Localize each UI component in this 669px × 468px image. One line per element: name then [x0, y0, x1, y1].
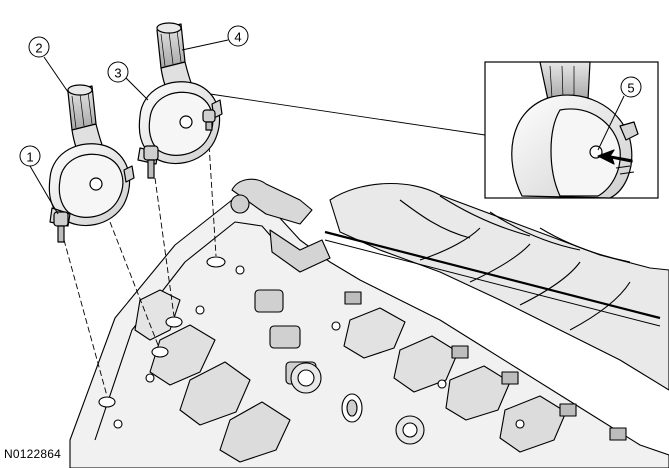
callout-3-circle: [107, 61, 129, 83]
callout-2-circle: [28, 36, 50, 58]
ignition-coil-right: [137, 22, 223, 179]
callout-4-label: 4: [234, 30, 241, 45]
engine-assembly: [69, 178, 669, 468]
callout-5-circle: [620, 76, 642, 98]
callout-2-label: 2: [35, 41, 42, 56]
callouts: [19, 25, 642, 215]
detail-coil-closeup: [511, 61, 639, 199]
callout-1-circle: [19, 145, 41, 167]
callout-labels: 1 2 3 4 5: [26, 30, 634, 165]
detail-leader-line: [209, 93, 486, 136]
push-direction-arrow: [597, 149, 633, 165]
detail-inset: [209, 61, 659, 199]
callout-4-circle: [227, 25, 249, 47]
callout-3-label: 3: [114, 66, 121, 81]
figure-id: N0122864: [4, 447, 61, 461]
ignition-coil-left: [48, 84, 135, 243]
callout-1-label: 1: [26, 150, 33, 165]
callout-5-label: 5: [627, 81, 634, 96]
